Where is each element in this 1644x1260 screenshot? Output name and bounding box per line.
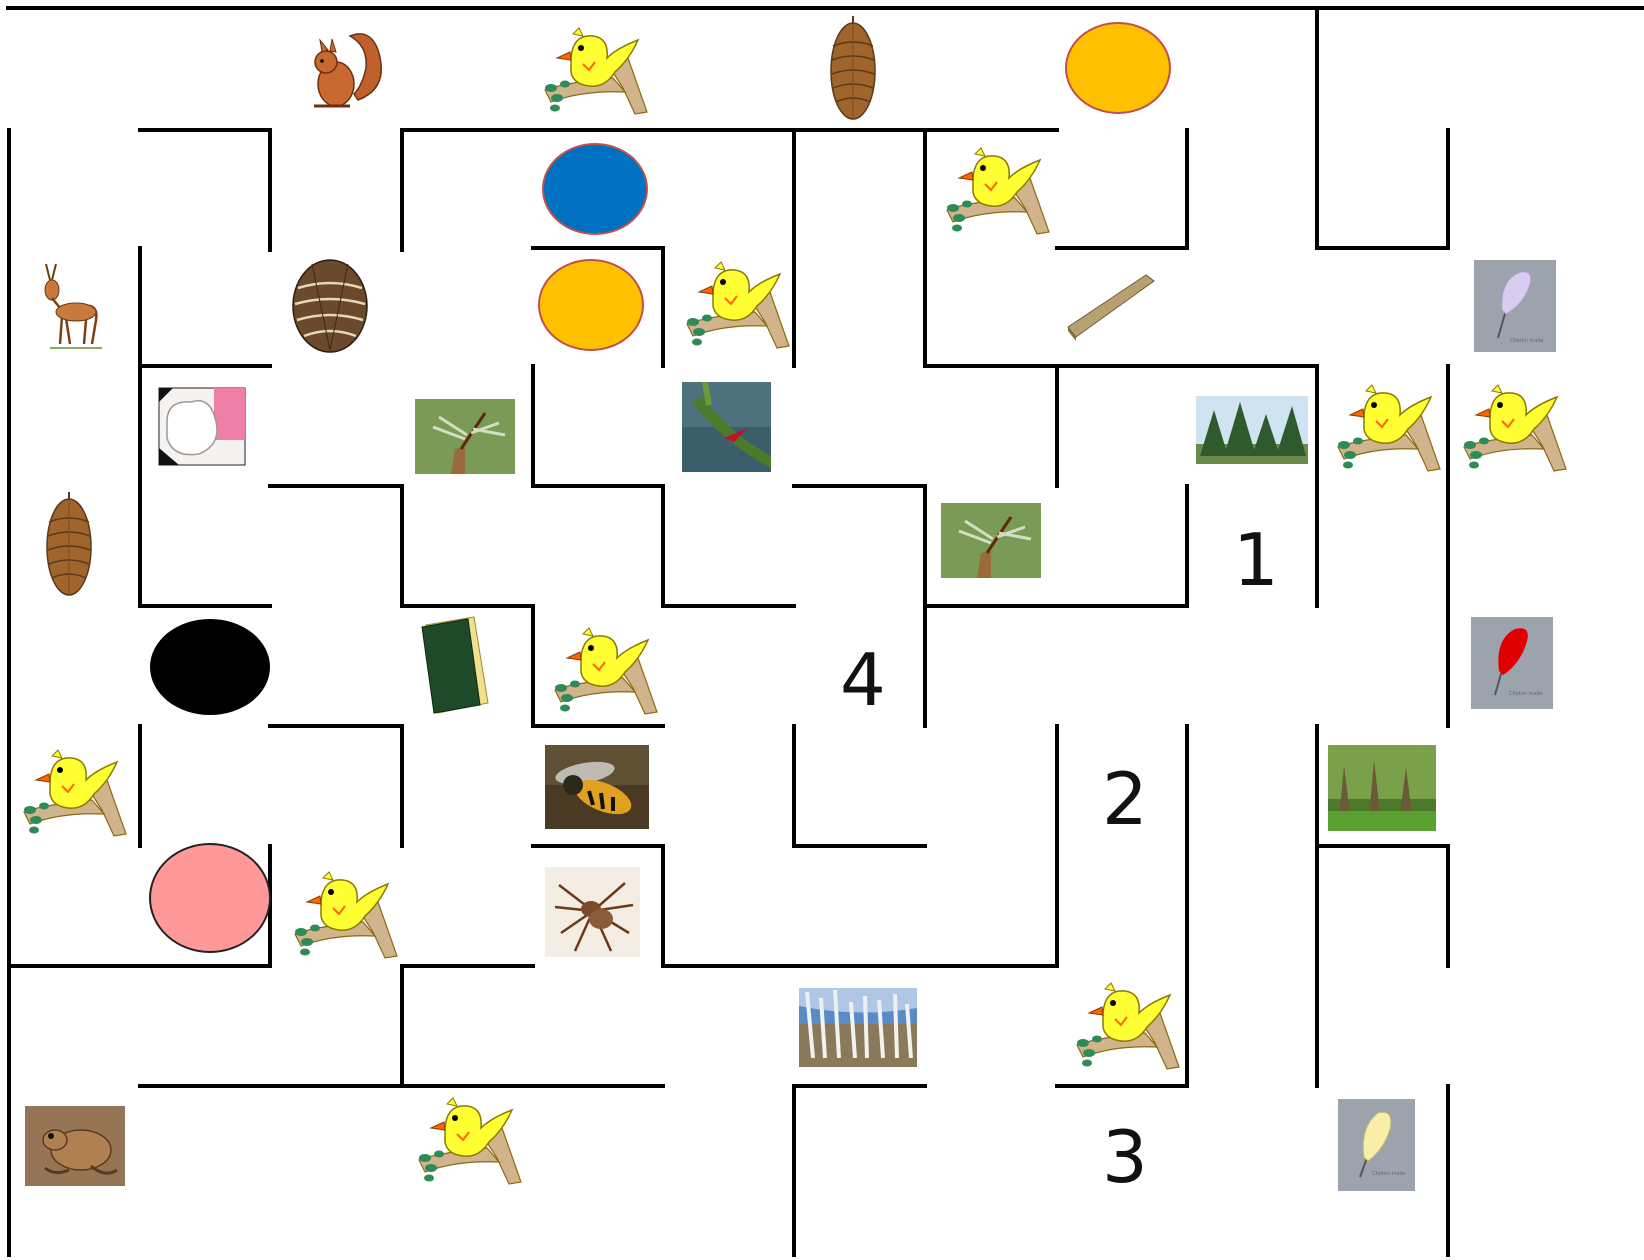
frog-photo-icon	[25, 1106, 125, 1186]
maze-number-4: 4	[840, 638, 886, 722]
bird-on-branch-icon	[1077, 983, 1179, 1069]
feather-card-icon: Choton malle	[1338, 1099, 1415, 1191]
bird-on-branch-icon	[1338, 385, 1440, 471]
bird-on-branch-icon	[295, 872, 397, 958]
pink-disc	[150, 844, 270, 952]
feather-card-icon: Choton malle	[1474, 260, 1556, 352]
conifer-trees-photo-icon	[1196, 396, 1308, 464]
blue-disc	[543, 144, 647, 234]
maze-number-1: 1	[1233, 518, 1279, 602]
black-disc	[150, 619, 270, 715]
squirrel-icon	[314, 34, 381, 106]
deer-icon	[45, 264, 102, 348]
bird-on-branch-icon	[687, 262, 789, 348]
maze-number-3: 3	[1102, 1115, 1148, 1199]
orange-disc-top	[1066, 23, 1170, 113]
bird-on-branch-icon	[555, 628, 657, 714]
wasp-photo-icon	[545, 745, 649, 829]
maze-walls	[8, 8, 1644, 1255]
bird-on-branch-icon	[24, 750, 126, 836]
spruce-cone-icon	[831, 16, 875, 119]
dragonfly-photo-icon	[941, 503, 1041, 578]
cotton-bag-icon	[159, 388, 245, 465]
bird-on-branch-icon	[947, 148, 1049, 234]
pine-cone-icon	[293, 260, 367, 352]
bird-on-branch-icon	[419, 1098, 521, 1184]
plank-icon	[1068, 275, 1154, 341]
spider-photo-icon	[545, 867, 640, 957]
orange-disc-middle	[539, 260, 643, 350]
spruce-cone-icon	[47, 492, 91, 595]
birch-forest-photo-icon	[799, 988, 917, 1067]
maze-number-2: 2	[1102, 757, 1148, 841]
thorn-stem-photo-icon	[682, 382, 771, 472]
svg-text:Choton malle: Choton malle	[1510, 338, 1543, 344]
svg-text:Choton malle: Choton malle	[1509, 691, 1542, 697]
svg-text:Choton malle: Choton malle	[1372, 1171, 1405, 1177]
sponge-icon	[422, 617, 488, 713]
woodland-photo-icon	[1328, 745, 1436, 831]
dragonfly-photo-icon	[415, 399, 515, 474]
bird-on-branch-icon	[1464, 385, 1566, 471]
bird-on-branch-icon	[545, 28, 647, 114]
feather-card-icon: Choton malle	[1471, 617, 1553, 709]
